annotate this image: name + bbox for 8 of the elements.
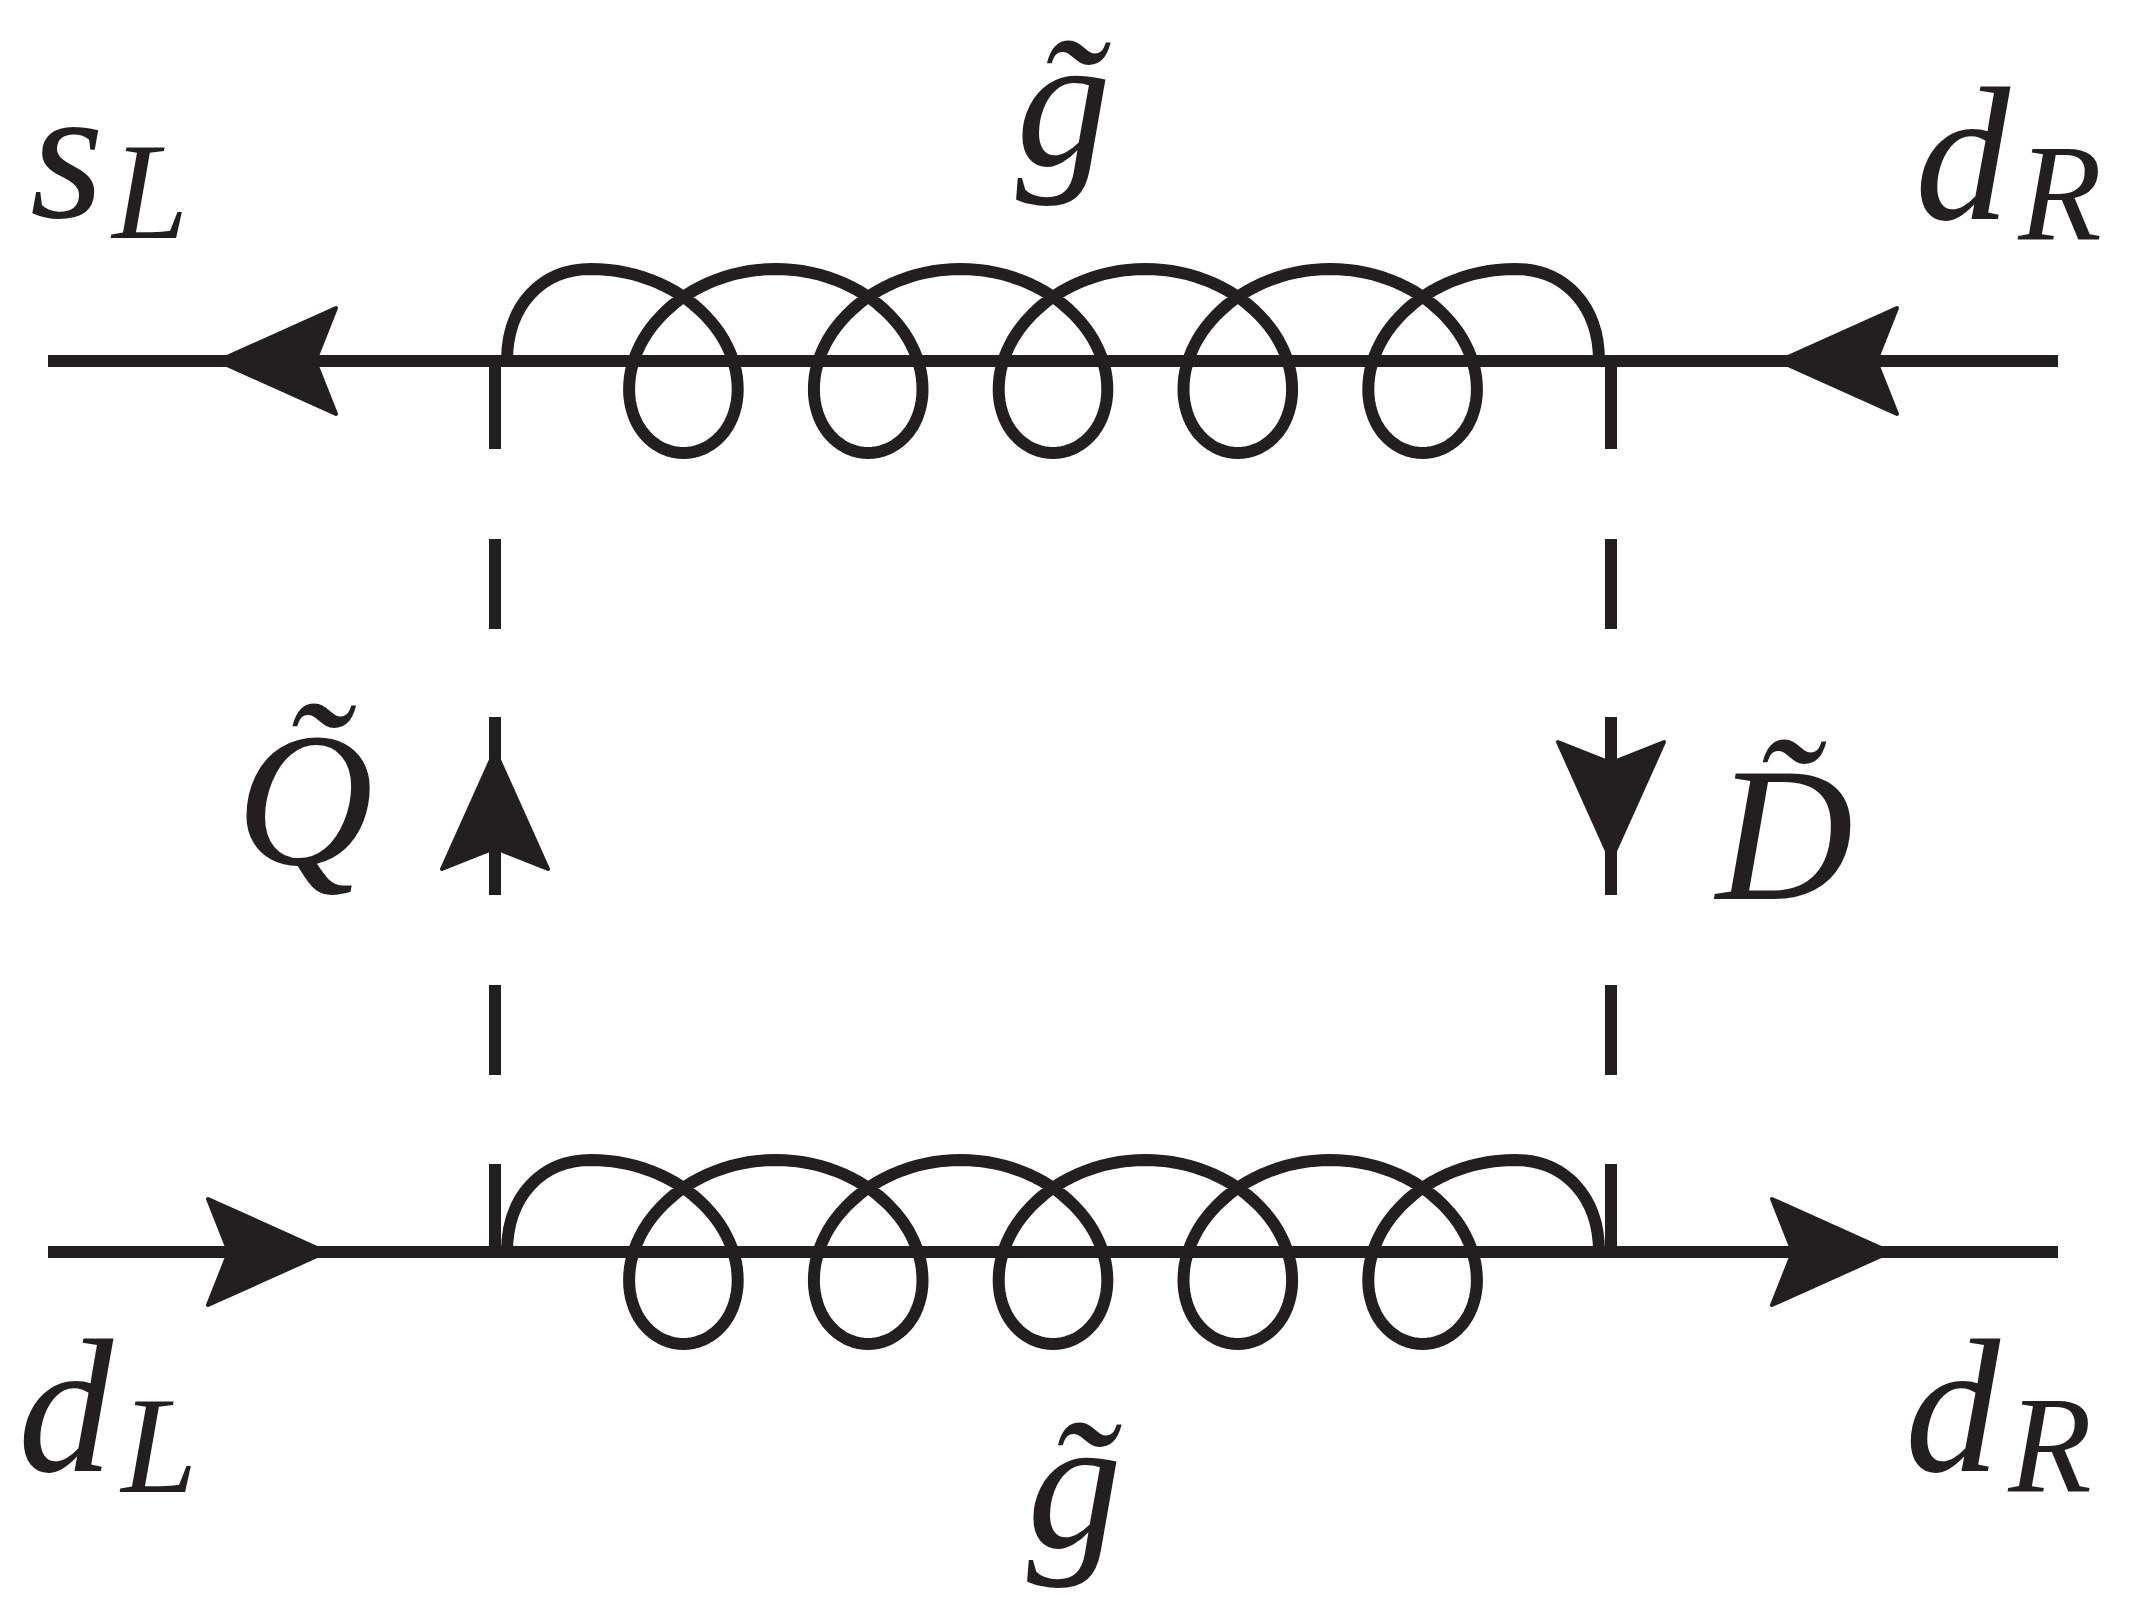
- particle-label: d$_{R}$: [1905, 1308, 2092, 1524]
- particle-label: g̃: [1016, 2, 1111, 208]
- particle-label: s$_{L}$: [30, 54, 189, 270]
- particle-label: Q̃: [236, 701, 374, 907]
- particle-label: g̃: [1027, 1384, 1122, 1590]
- particle-label: d$_{L}$: [18, 1308, 198, 1524]
- particle-label: d$_{R}$: [1915, 56, 2102, 272]
- particle-label: D̃: [1716, 736, 1854, 942]
